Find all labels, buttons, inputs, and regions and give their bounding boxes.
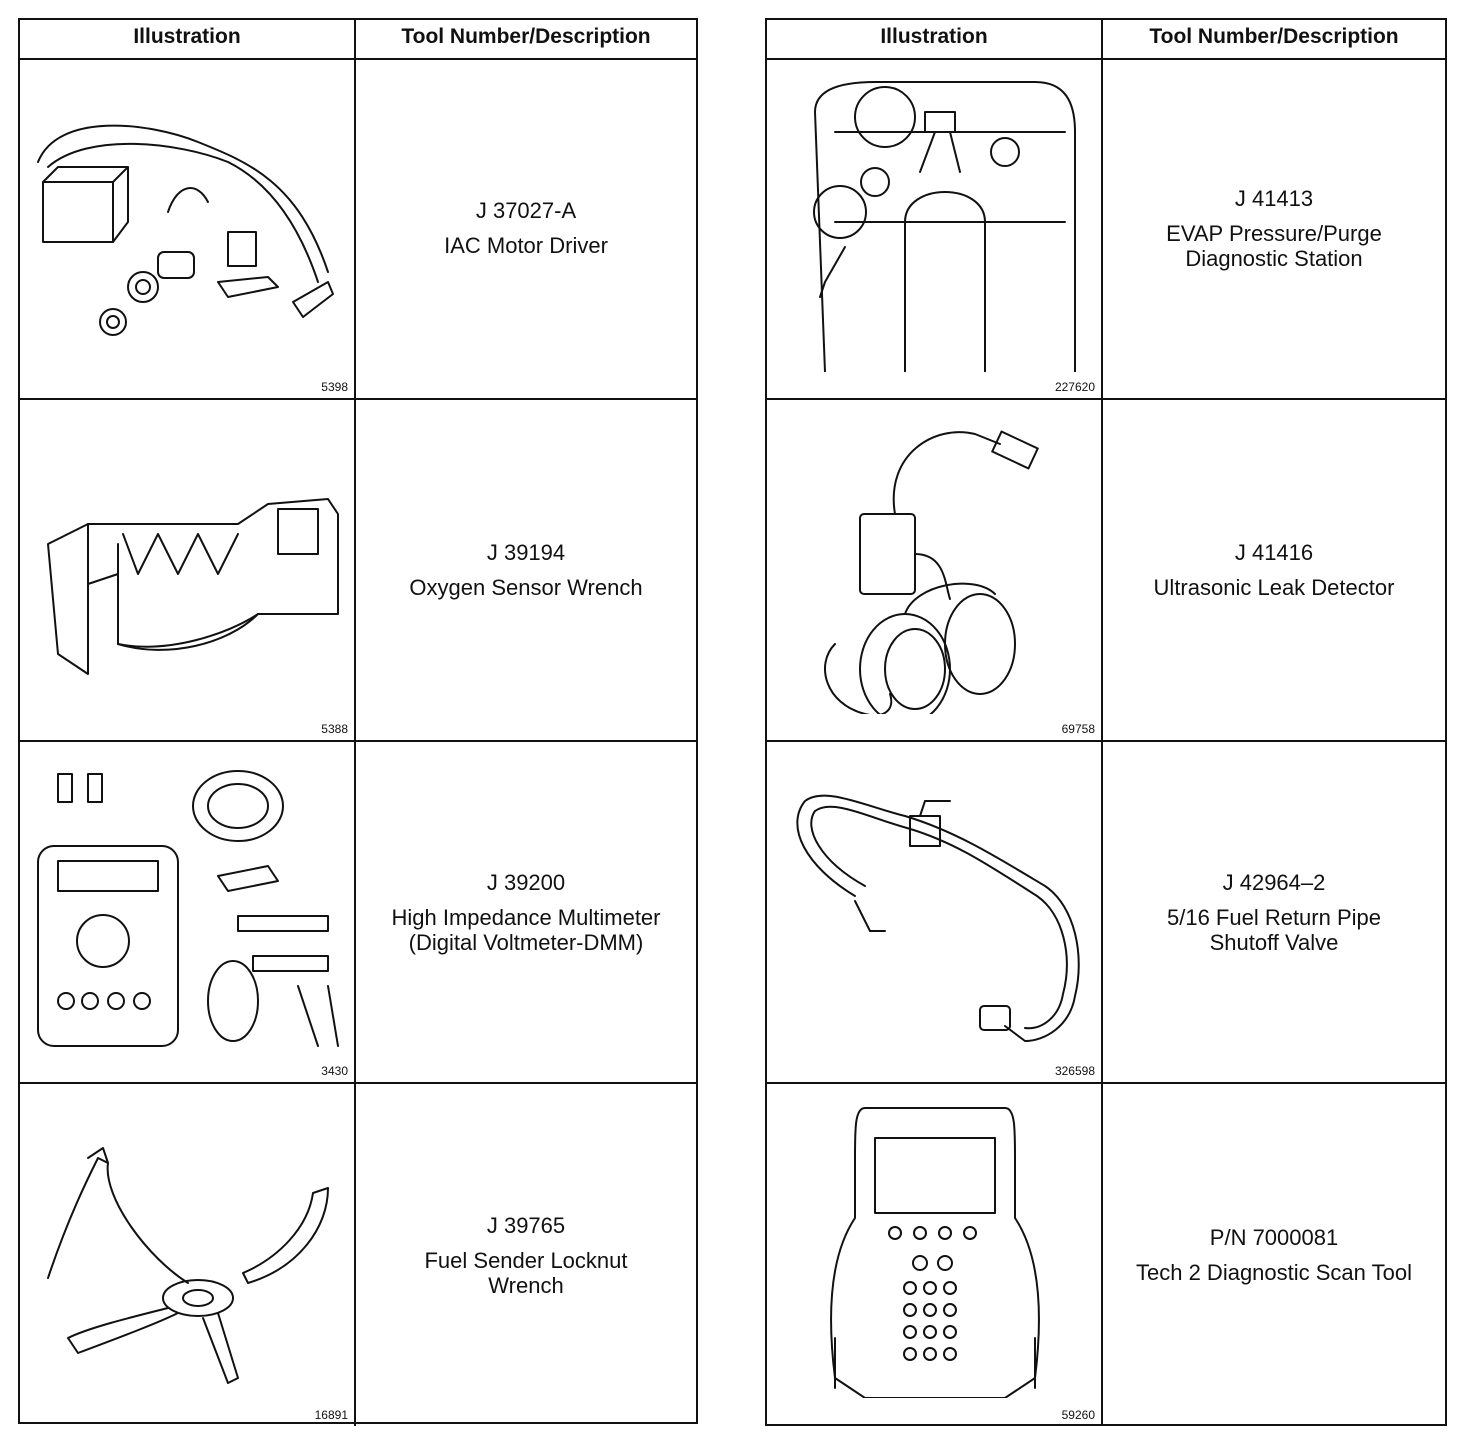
shutoff-valve-icon [796, 794, 1080, 1042]
tool-number: J 39194 [486, 540, 566, 565]
tool-description-cell: J 41416 Ultrasonic Leak Detector [1103, 400, 1445, 740]
evap-station-icon [813, 81, 1076, 372]
illustration-cell: 5398 [20, 58, 356, 398]
header-tool: Tool Number/Description [401, 25, 651, 48]
tool-description-cell: J 39200 High Impedance Multimeter (Digit… [356, 742, 696, 1082]
tool-description: Oxygen Sensor Wrench [409, 575, 643, 600]
iac-motor-driver-icon [37, 124, 334, 336]
table-row: 3430 J 39200 High Impedance Multimeter (… [20, 742, 696, 1084]
illustration-cell: 59260 [767, 1084, 1103, 1426]
figure-number: 227620 [1054, 380, 1095, 394]
illustration-cell: 16891 [20, 1084, 356, 1426]
tool-description-cell: J 39194 Oxygen Sensor Wrench [356, 400, 696, 740]
tool-description: IAC Motor Driver [444, 233, 608, 258]
tool-number: J 37027-A [475, 198, 577, 223]
table-row: 69758 J 41416 Ultrasonic Leak Detector [767, 400, 1445, 742]
tool-number: J 39765 [486, 1212, 566, 1238]
leak-detector-icon [824, 430, 1039, 714]
tool-number: J 41416 [1234, 540, 1314, 565]
tool-description-cell: J 39765 Fuel Sender Locknut Wrench [356, 1084, 696, 1426]
figure-number: 326598 [1054, 1064, 1095, 1078]
figure-number: 5388 [321, 722, 348, 736]
scan-tool-icon [830, 1107, 1040, 1398]
table-row: 59260 P/N 7000081 Tech 2 Diagnostic Scan… [767, 1084, 1445, 1426]
table-header: Illustration Tool Number/Description [767, 20, 1445, 60]
illustration-cell: 3430 [20, 742, 356, 1082]
tool-description-cell: J 37027-A IAC Motor Driver [356, 58, 696, 398]
figure-number: 16891 [314, 1408, 348, 1422]
table-header: Illustration Tool Number/Description [20, 20, 696, 60]
tool-description: High Impedance Multimeter (Digital Voltm… [391, 904, 661, 955]
tool-table-left: Illustration Tool Number/Description 539… [18, 18, 698, 1426]
tool-number: J 42964–2 [1222, 869, 1326, 895]
figure-number: 5398 [321, 380, 348, 394]
tool-description: Ultrasonic Leak Detector [1153, 575, 1395, 600]
tool-description: 5/16 Fuel Return Pipe Shutoff Valve [1166, 904, 1382, 955]
table-row: 5398 J 37027-A IAC Motor Driver [20, 58, 696, 400]
multimeter-icon [37, 770, 339, 1047]
tool-description: Tech 2 Diagnostic Scan Tool [1136, 1260, 1412, 1285]
illustration-cell: 5388 [20, 400, 356, 740]
tool-number: J 41413 [1234, 185, 1314, 211]
illustration-cell: 69758 [767, 400, 1103, 740]
tool-description-cell: J 41413 EVAP Pressure/Purge Diagnostic S… [1103, 58, 1445, 398]
illustration-cell: 326598 [767, 742, 1103, 1082]
tool-description: EVAP Pressure/Purge Diagnostic Station [1166, 220, 1382, 271]
figure-number: 3430 [321, 1064, 348, 1078]
figure-number: 59260 [1061, 1408, 1095, 1422]
tool-table-right: Illustration Tool Number/Description 227… [765, 18, 1447, 1426]
tool-description-cell: P/N 7000081 Tech 2 Diagnostic Scan Tool [1103, 1084, 1445, 1426]
table-row: 227620 J 41413 EVAP Pressure/Purge Diagn… [767, 58, 1445, 400]
tool-description: Fuel Sender Locknut Wrench [424, 1247, 628, 1298]
table-row: 5388 J 39194 Oxygen Sensor Wrench [20, 400, 696, 742]
figure-number: 69758 [1061, 722, 1095, 736]
illustration-cell: 227620 [767, 58, 1103, 398]
locknut-wrench-icon [47, 1147, 329, 1384]
tool-number: P/N 7000081 [1209, 1225, 1339, 1250]
tool-description-cell: J 42964–2 5/16 Fuel Return Pipe Shutoff … [1103, 742, 1445, 1082]
table-row: 326598 J 42964–2 5/16 Fuel Return Pipe S… [767, 742, 1445, 1084]
oxygen-sensor-wrench-icon [47, 498, 339, 675]
tool-number: J 39200 [486, 869, 566, 895]
header-illustration: Illustration [20, 20, 356, 58]
header-tool: Tool Number/Description [1149, 25, 1399, 48]
table-row: 16891 J 39765 Fuel Sender Locknut Wrench [20, 1084, 696, 1426]
header-illustration: Illustration [767, 20, 1103, 58]
